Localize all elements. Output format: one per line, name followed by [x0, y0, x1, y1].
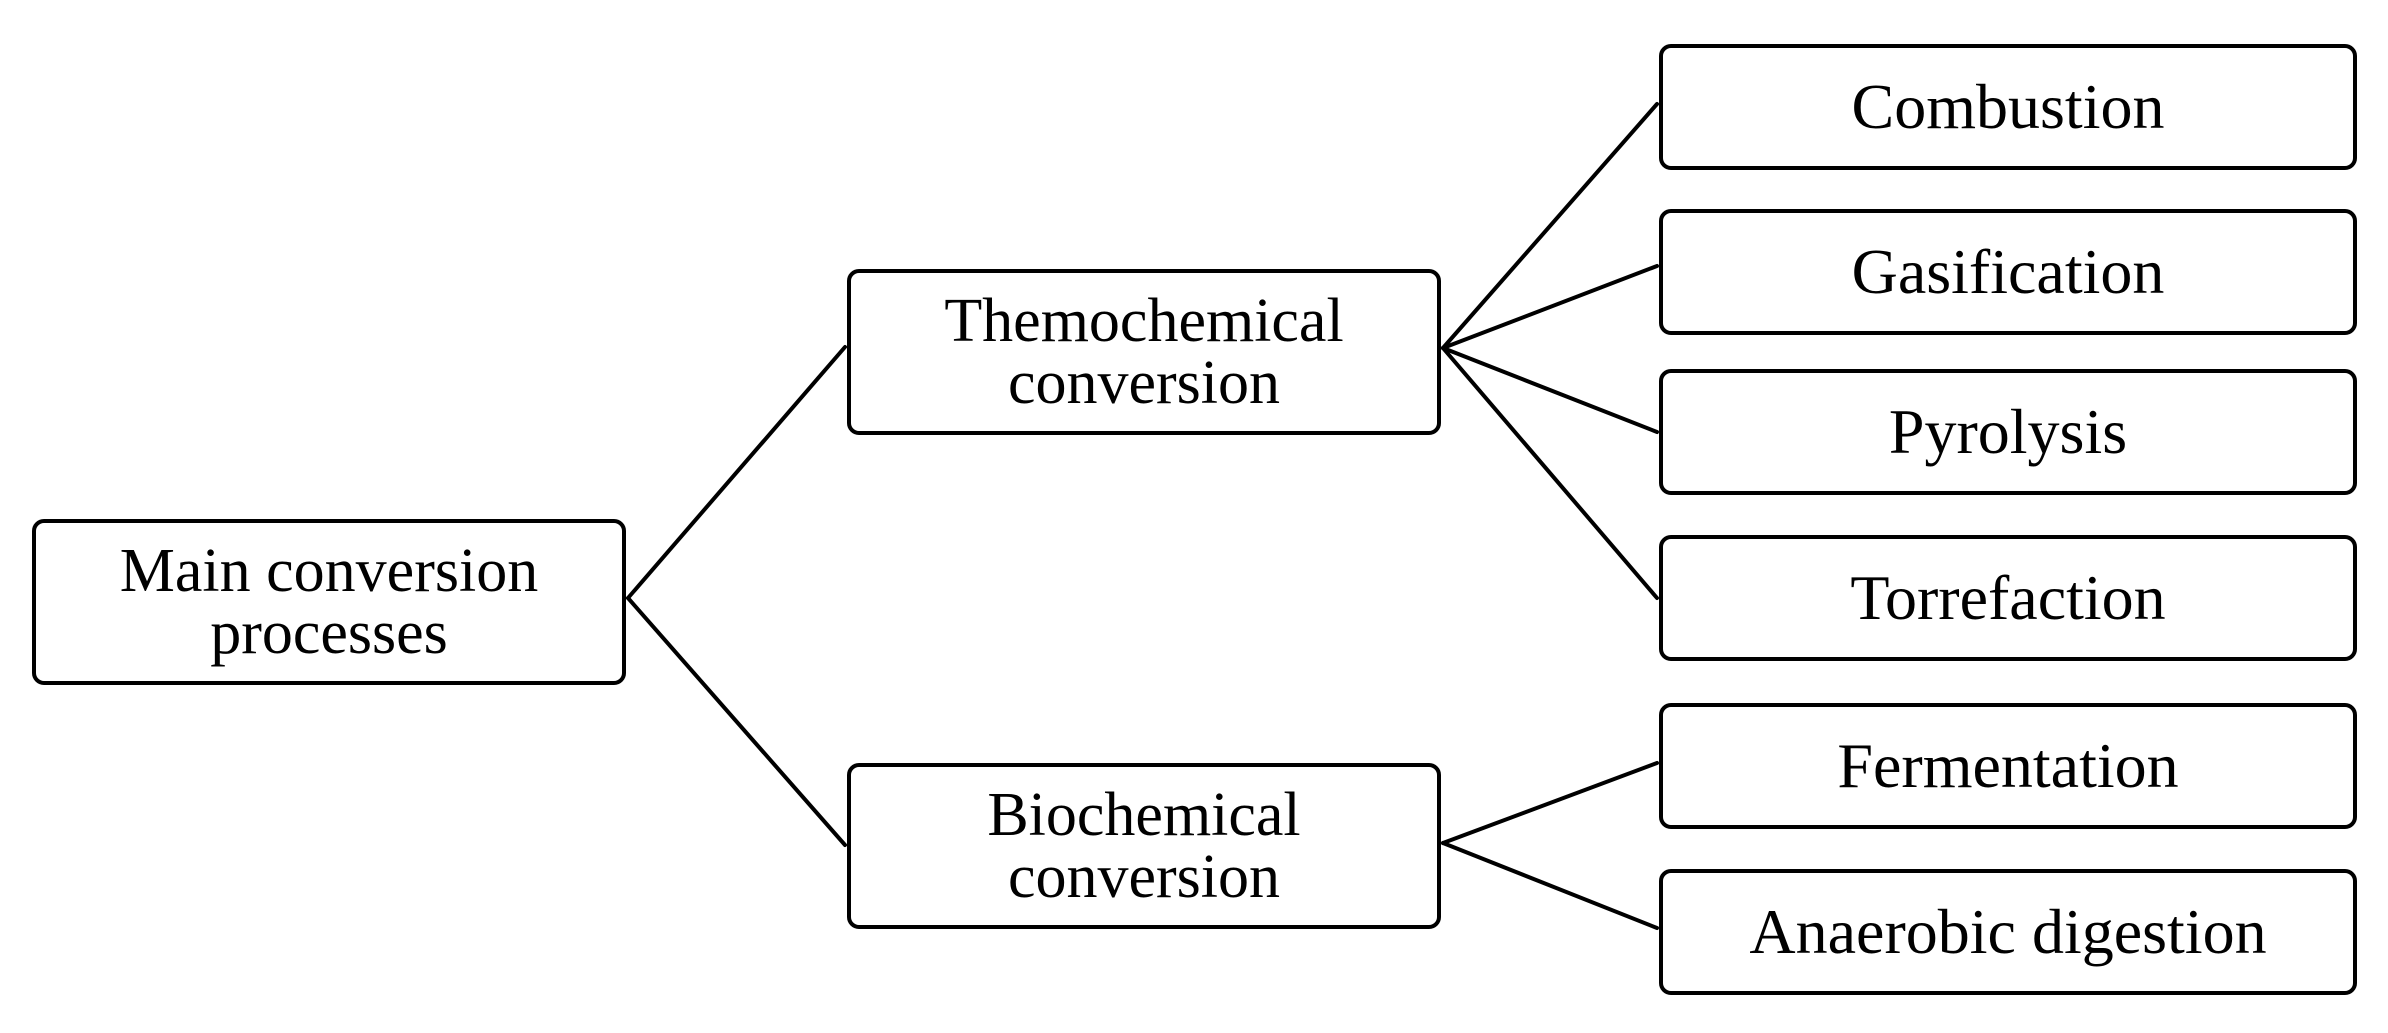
node-main-conversion-processes: Main conversion processes [32, 519, 626, 685]
node-thermochemical-conversion: Themochemical conversion [847, 269, 1441, 435]
connector-thermochemical-pyrolysis [1441, 346, 1659, 434]
connector-biochemical-fermentation [1441, 761, 1659, 845]
node-label: Fermentation [1837, 730, 2179, 801]
connector-thermochemical-gasification [1441, 264, 1659, 350]
node-label: Pyrolysis [1888, 396, 2128, 467]
node-label-line: processes [210, 599, 448, 667]
node-label-line: Themochemical [944, 287, 1344, 355]
node-label: Anaerobic digestion [1749, 896, 2267, 967]
node-anaerobic-digestion: Anaerobic digestion [1659, 869, 2357, 995]
node-label-line: conversion [1007, 349, 1281, 417]
node-label: Torrefaction [1850, 562, 2166, 633]
node-torrefaction: Torrefaction [1659, 535, 2357, 661]
connector-root-biochemical [626, 596, 847, 847]
node-biochemical-conversion: Biochemical conversion [847, 763, 1441, 929]
connector-root-thermochemical [626, 345, 847, 600]
node-label: Gasification [1851, 236, 2165, 307]
node-label: Combustion [1851, 71, 2165, 142]
connector-thermochemical-torrefaction [1441, 346, 1659, 600]
node-pyrolysis: Pyrolysis [1659, 369, 2357, 495]
connector-biochemical-anaerobic-digestion [1441, 841, 1659, 930]
node-combustion: Combustion [1659, 44, 2357, 170]
node-fermentation: Fermentation [1659, 703, 2357, 829]
node-label-line: Main conversion [119, 537, 539, 605]
node-label-line: conversion [1007, 843, 1281, 911]
node-label-line: Biochemical [987, 781, 1301, 849]
connector-thermochemical-combustion [1441, 102, 1659, 350]
node-gasification: Gasification [1659, 209, 2357, 335]
